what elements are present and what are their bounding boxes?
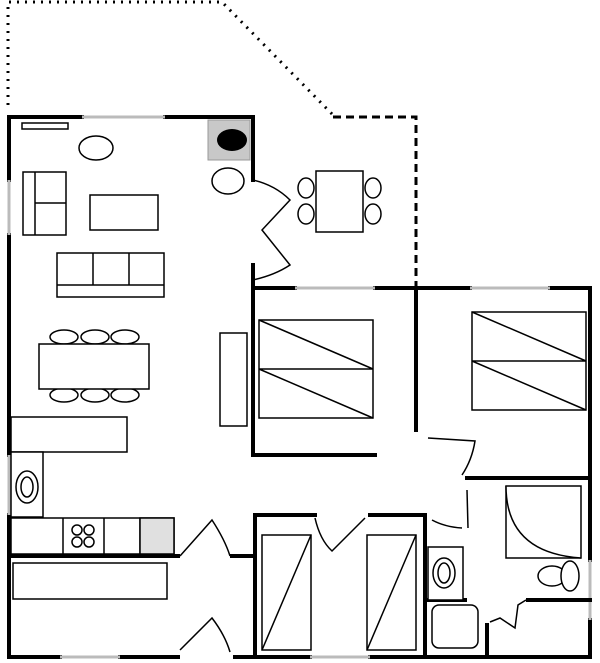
- cooktop-icon: [71, 524, 95, 548]
- kitchen-counter: [10, 416, 128, 453]
- doors: [179, 179, 527, 653]
- toilet-icon: [537, 560, 580, 592]
- coffee-table: [89, 194, 159, 231]
- dining-table: [38, 343, 150, 390]
- terrace-dashed-edge: [333, 115, 418, 288]
- washbasin-icon: [427, 546, 464, 601]
- sink-icon: [20, 476, 34, 498]
- wood-stove-icon: [217, 129, 247, 151]
- utility-counter: [12, 562, 168, 600]
- chair: [211, 167, 245, 195]
- walls: [7, 115, 592, 659]
- plant: [78, 135, 114, 161]
- shower: [505, 485, 582, 559]
- sofa: [56, 252, 165, 298]
- bed-2: [471, 311, 587, 411]
- wardrobe-2: [366, 534, 417, 651]
- bed-1: [258, 319, 374, 419]
- sideboard: [219, 332, 248, 427]
- dining-chairs: [49, 329, 140, 403]
- wardrobe-1: [261, 534, 312, 651]
- terrace-dining-set: [297, 170, 382, 233]
- fridge: [139, 517, 175, 555]
- radiator: [21, 122, 69, 130]
- washing-machine: [431, 604, 479, 649]
- terrace-boundary: [6, 0, 335, 117]
